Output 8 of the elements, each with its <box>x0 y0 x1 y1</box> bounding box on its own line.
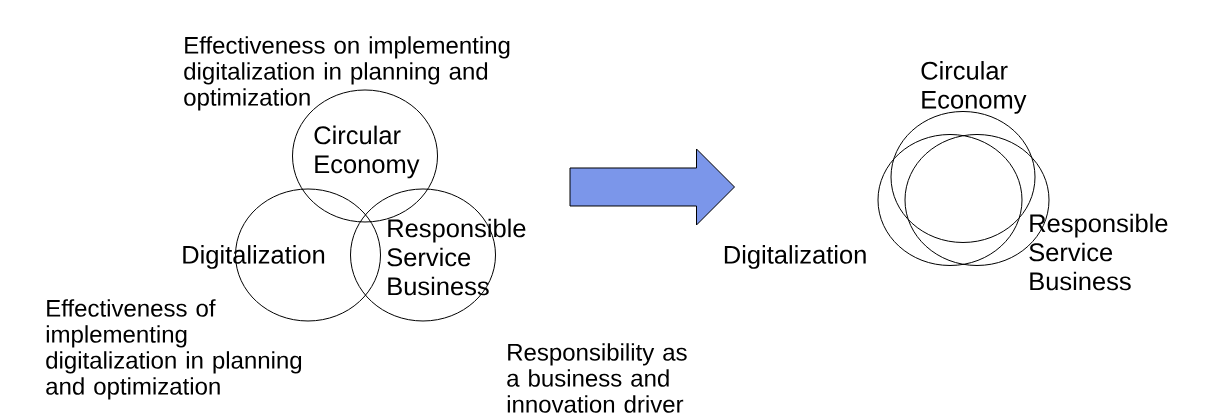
annotation-text: Effectiveness of implementing digitalization in planning and optimization <box>46 299 302 400</box>
circle-label: Circular Economy <box>314 125 420 179</box>
circle-label: Digitalization <box>724 245 866 269</box>
venn-circle <box>877 134 1023 266</box>
block-arrow <box>569 148 735 226</box>
annotation-text: Responsibility as a business and innovation driver <box>507 343 687 413</box>
circle-label: Circular Economy <box>921 61 1027 114</box>
annotation-text: Effectiveness on implementing digitalization in planning and optimization <box>184 36 510 111</box>
